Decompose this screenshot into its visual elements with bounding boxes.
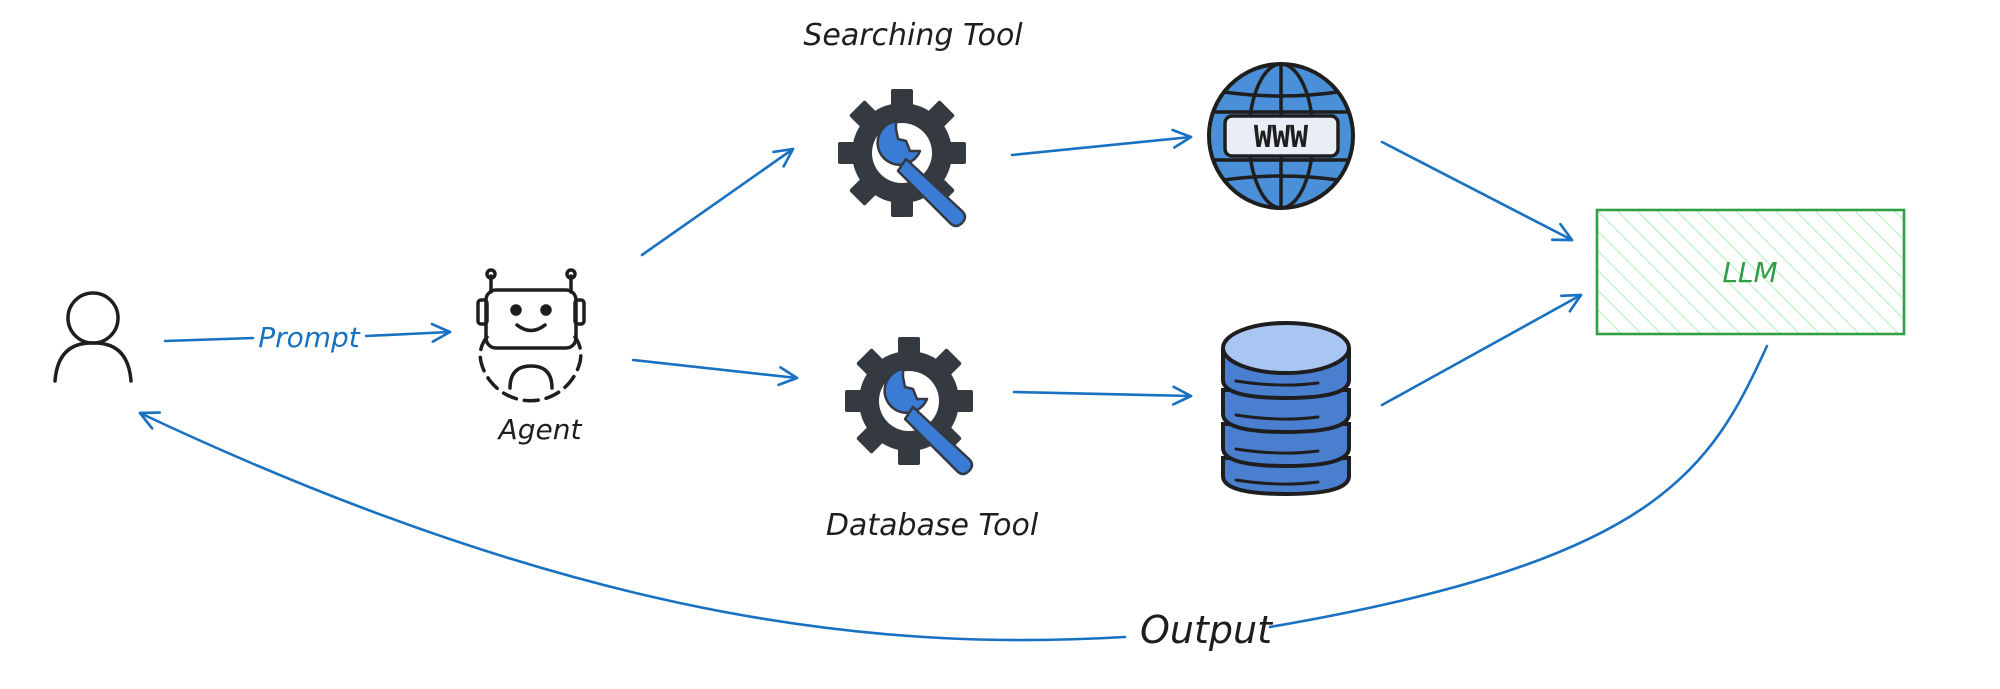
- agent-label: Agent: [497, 413, 583, 446]
- agent-to-searching-tool-arrow: [640, 147, 795, 257]
- user-icon: [53, 291, 133, 383]
- llm-label: LLM: [1722, 256, 1777, 289]
- searching-tool-gear-icon: [836, 87, 968, 228]
- database-to-llm-arrow: [1380, 293, 1583, 407]
- database-tool-to-database-arrow: [1012, 385, 1193, 406]
- searching-tool-to-web-arrow: [1010, 128, 1193, 157]
- prompt-arrow: [163, 332, 450, 341]
- output-arrow: [140, 344, 1769, 642]
- robot-icon: [476, 268, 586, 403]
- database-tool-label: Database Tool: [826, 508, 1039, 543]
- llm-box: LLM: [1595, 208, 1906, 336]
- database-icon: [1221, 321, 1351, 497]
- agent-to-database-tool-arrow: [631, 358, 799, 387]
- web-to-llm-arrow: [1380, 140, 1574, 242]
- database-tool-gear-icon: [843, 335, 975, 476]
- www-label: WWW: [1254, 120, 1309, 155]
- prompt-label: Prompt: [258, 321, 361, 354]
- searching-tool-label: Searching Tool: [803, 18, 1023, 53]
- output-label: Output: [1140, 608, 1274, 652]
- globe-www-icon: WWW: [1207, 62, 1355, 210]
